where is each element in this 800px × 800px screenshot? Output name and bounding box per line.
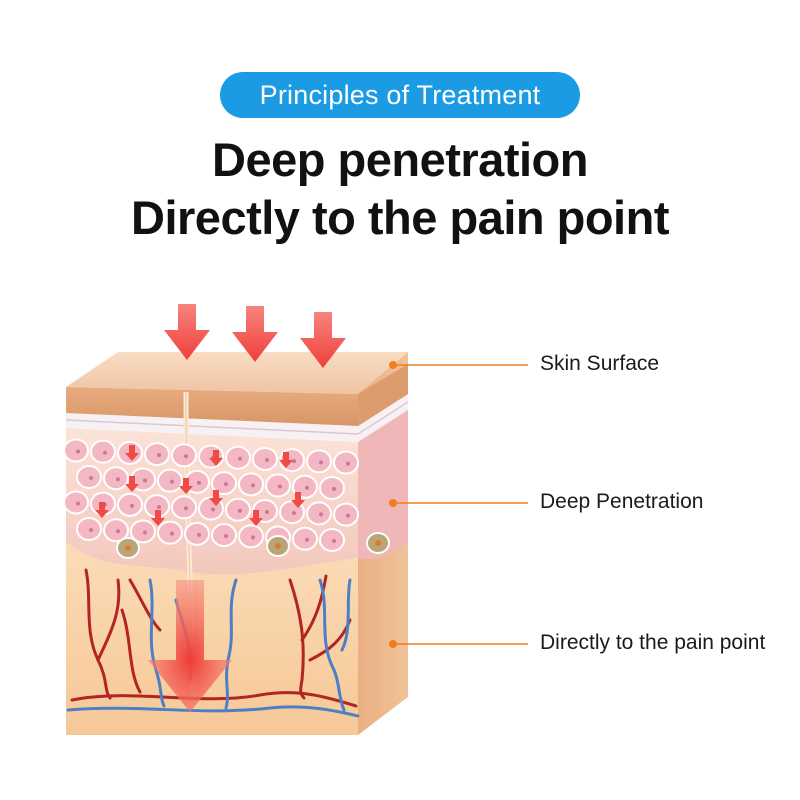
cell-nucleus [116, 477, 120, 481]
callout-skin-surface [389, 361, 528, 369]
cell-nucleus [332, 539, 336, 543]
cell-nucleus [278, 485, 282, 489]
skin-cell [293, 528, 317, 550]
cell-nucleus [143, 530, 147, 534]
skin-cell [334, 452, 358, 474]
cell-nucleus [292, 511, 296, 515]
skin-cell [172, 496, 196, 518]
cell-nucleus [184, 454, 188, 458]
pain-cell-core [125, 545, 131, 551]
cell-nucleus [170, 532, 174, 536]
callout-dot [389, 499, 397, 507]
cell-nucleus [346, 462, 350, 466]
pain-cell-core [375, 540, 381, 546]
cell-nucleus [251, 483, 255, 487]
cell-nucleus [89, 476, 93, 480]
cell-nucleus [305, 486, 309, 490]
cell-nucleus [292, 459, 296, 463]
cell-nucleus [346, 514, 350, 518]
cell-nucleus [332, 487, 336, 491]
cell-nucleus [238, 509, 242, 513]
callout-label-skin-surface: Skin Surface [540, 352, 659, 376]
cell-nucleus [224, 534, 228, 538]
cell-nucleus [116, 529, 120, 533]
cell-nucleus [130, 504, 134, 508]
callout-label-pain-point: Directly to the pain point [540, 631, 765, 655]
skin-cell [145, 443, 169, 465]
skin-cell [239, 473, 263, 495]
callout-pain-point [389, 640, 528, 648]
skin-cell [307, 450, 331, 472]
headline-line-2: Directly to the pain point [0, 190, 800, 245]
skin-cell [239, 525, 263, 547]
skin-cell [172, 444, 196, 466]
skin-cell [104, 467, 128, 489]
skin-cell [64, 439, 88, 461]
cell-nucleus [103, 451, 107, 455]
skin-layer-diagram [0, 280, 800, 760]
cell-nucleus [143, 478, 147, 482]
cell-nucleus [197, 481, 201, 485]
skin-cell [212, 524, 236, 546]
entry-arrow-1 [164, 304, 210, 360]
cell-nucleus [265, 510, 269, 514]
skin-cell [77, 518, 101, 540]
skin-cell [77, 466, 101, 488]
skin-cell [158, 470, 182, 492]
skin-cell [266, 475, 290, 497]
cell-nucleus [238, 457, 242, 461]
skin-cell [185, 523, 209, 545]
skin-cell [253, 448, 277, 470]
callout-dot [389, 361, 397, 369]
skin-cell [118, 494, 142, 516]
callout-dot [389, 640, 397, 648]
skin-cell [199, 446, 223, 468]
section-badge: Principles of Treatment [220, 72, 580, 118]
skin-cell [158, 522, 182, 544]
skin-cell [307, 502, 331, 524]
cell-nucleus [251, 535, 255, 539]
cell-nucleus [157, 505, 161, 509]
cell-nucleus [197, 533, 201, 537]
skin-cell [91, 441, 115, 463]
cell-nucleus [224, 482, 228, 486]
skin-cell [320, 477, 344, 499]
cell-nucleus [76, 501, 80, 505]
cell-nucleus [265, 458, 269, 462]
cell-nucleus [319, 512, 323, 516]
skin-cell [226, 499, 250, 521]
callout-deep-penetration [389, 499, 528, 507]
headline-line-1: Deep penetration [0, 132, 800, 187]
cell-nucleus [211, 508, 215, 512]
cell-nucleus [184, 506, 188, 510]
cell-nucleus [319, 460, 323, 464]
skin-cell [64, 491, 88, 513]
cell-nucleus [89, 528, 93, 532]
callout-label-deep-penetration: Deep Penetration [540, 490, 703, 514]
skin-top-surface [66, 352, 408, 394]
cell-nucleus [76, 449, 80, 453]
pain-cell-core [275, 543, 281, 549]
cell-nucleus [170, 480, 174, 484]
skin-cell [320, 529, 344, 551]
cell-nucleus [157, 453, 161, 457]
skin-cell [334, 504, 358, 526]
cell-nucleus [305, 538, 309, 542]
skin-cell [226, 447, 250, 469]
